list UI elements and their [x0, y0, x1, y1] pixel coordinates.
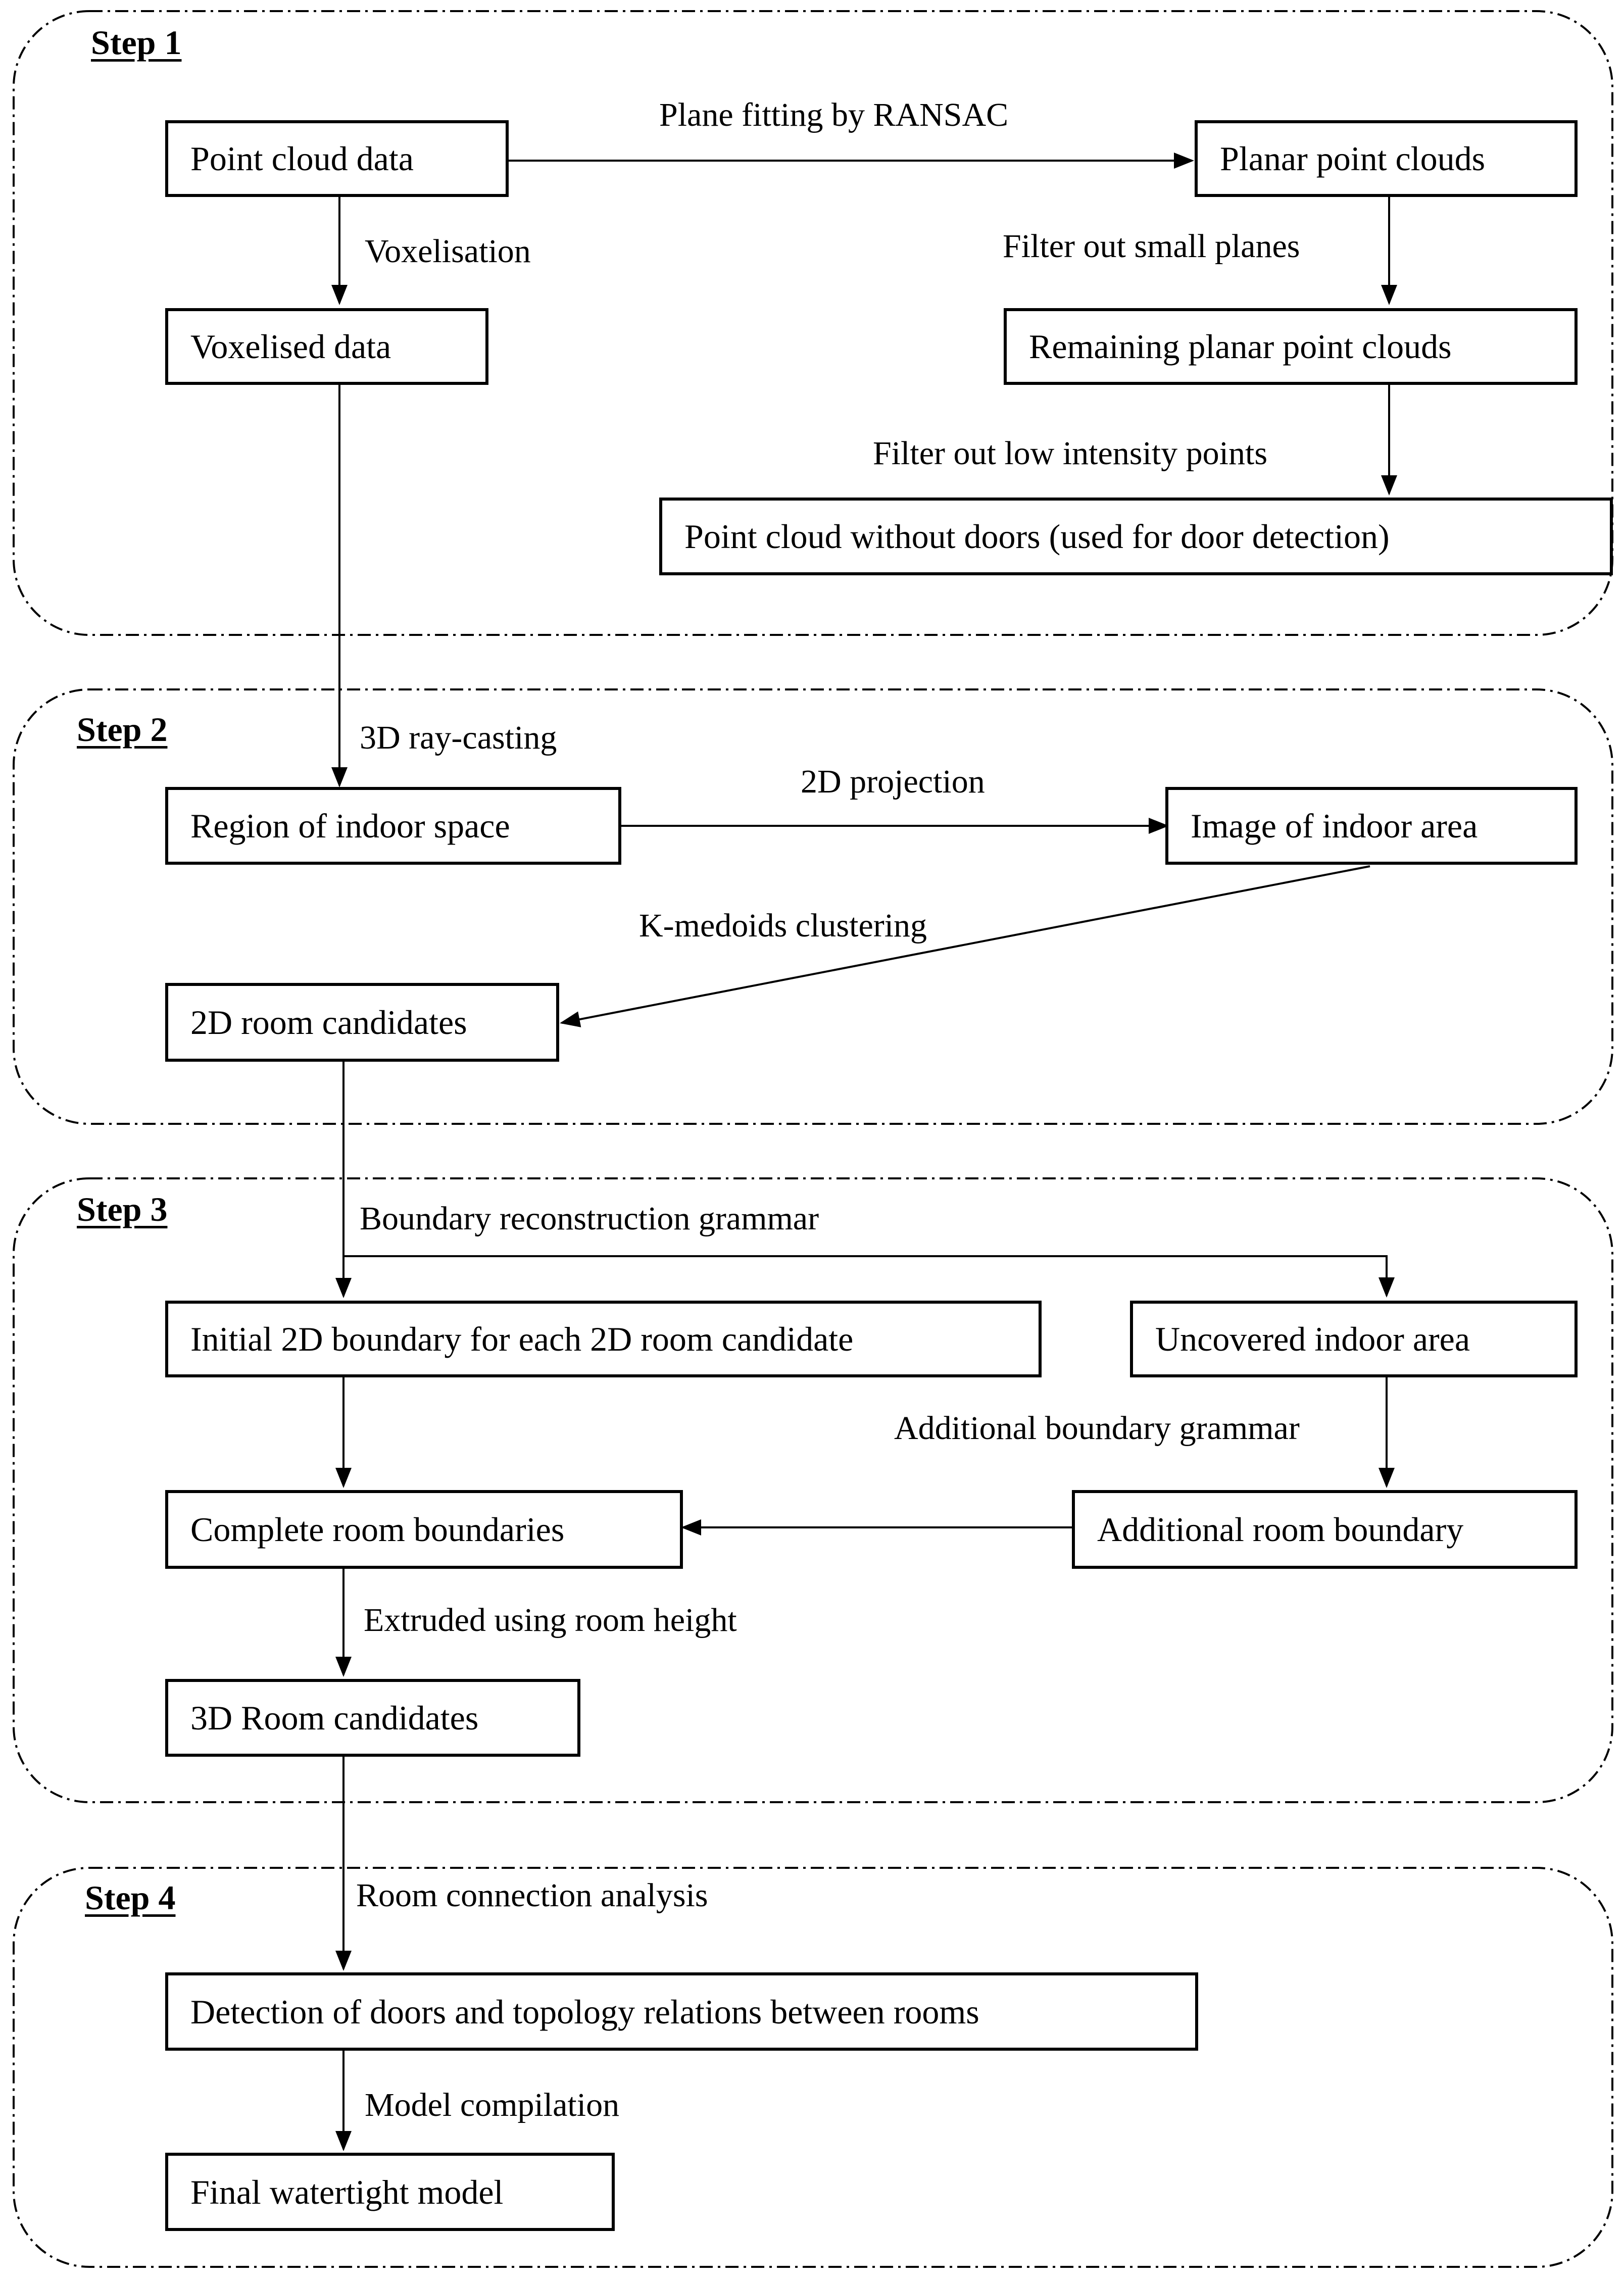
- ray-casting-label: 3D ray-casting: [360, 719, 557, 756]
- region-of-indoor-space-box: Region of indoor space: [165, 787, 621, 865]
- model-compilation-label: Model compilation: [365, 2087, 620, 2123]
- boundary-grammar-label: Boundary reconstruction grammar: [360, 1200, 819, 1237]
- k-medoids-label: K-medoids clustering: [639, 907, 927, 944]
- voxelised-data-box: Voxelised data: [165, 308, 488, 385]
- room-connection-label: Room connection analysis: [356, 1877, 708, 1914]
- point-cloud-data-box: Point cloud data: [165, 120, 509, 197]
- uncovered-indoor-area-box: Uncovered indoor area: [1130, 1301, 1578, 1377]
- arrow-boundary-grammar-branch: [343, 1255, 1395, 1298]
- additional-room-boundary-box: Additional room boundary: [1072, 1490, 1578, 1569]
- plane-fitting-label: Plane fitting by RANSAC: [659, 96, 1009, 133]
- voxelisation-label: Voxelisation: [365, 233, 531, 270]
- 2d-room-candidates-box: 2D room candidates: [165, 983, 559, 1062]
- step-2-title: Step 2: [77, 710, 168, 749]
- planar-point-clouds-box: Planar point clouds: [1195, 120, 1578, 197]
- step-1-title: Step 1: [91, 23, 182, 62]
- step-3-title: Step 3: [77, 1190, 168, 1228]
- arrow-k-medoids: [560, 865, 1370, 1027]
- step-4-title: Step 4: [85, 1878, 176, 1917]
- initial-2d-boundary-box: Initial 2D boundary for each 2D room can…: [165, 1301, 1042, 1377]
- step-3-frame: [13, 1177, 1613, 1803]
- point-cloud-without-doors-box: Point cloud without doors (used for door…: [659, 498, 1613, 575]
- step-2-frame: [13, 688, 1613, 1125]
- filter-low-intensity-label: Filter out low intensity points: [873, 435, 1268, 472]
- filter-small-planes-label: Filter out small planes: [1003, 228, 1300, 265]
- additional-grammar-label: Additional boundary grammar: [894, 1410, 1300, 1447]
- remaining-planar-point-clouds-box: Remaining planar point clouds: [1004, 308, 1578, 385]
- complete-room-boundaries-box: Complete room boundaries: [165, 1490, 683, 1569]
- step-4-frame: [13, 1867, 1613, 2268]
- 2d-projection-label: 2D projection: [801, 763, 985, 800]
- detection-of-doors-box: Detection of doors and topology relation…: [165, 1972, 1198, 2051]
- final-watertight-model-box: Final watertight model: [165, 2153, 615, 2231]
- step-1-frame: [13, 10, 1613, 636]
- extruded-label: Extruded using room height: [364, 1602, 737, 1639]
- 3d-room-candidates-box: 3D Room candidates: [165, 1679, 580, 1757]
- image-of-indoor-area-box: Image of indoor area: [1165, 787, 1578, 865]
